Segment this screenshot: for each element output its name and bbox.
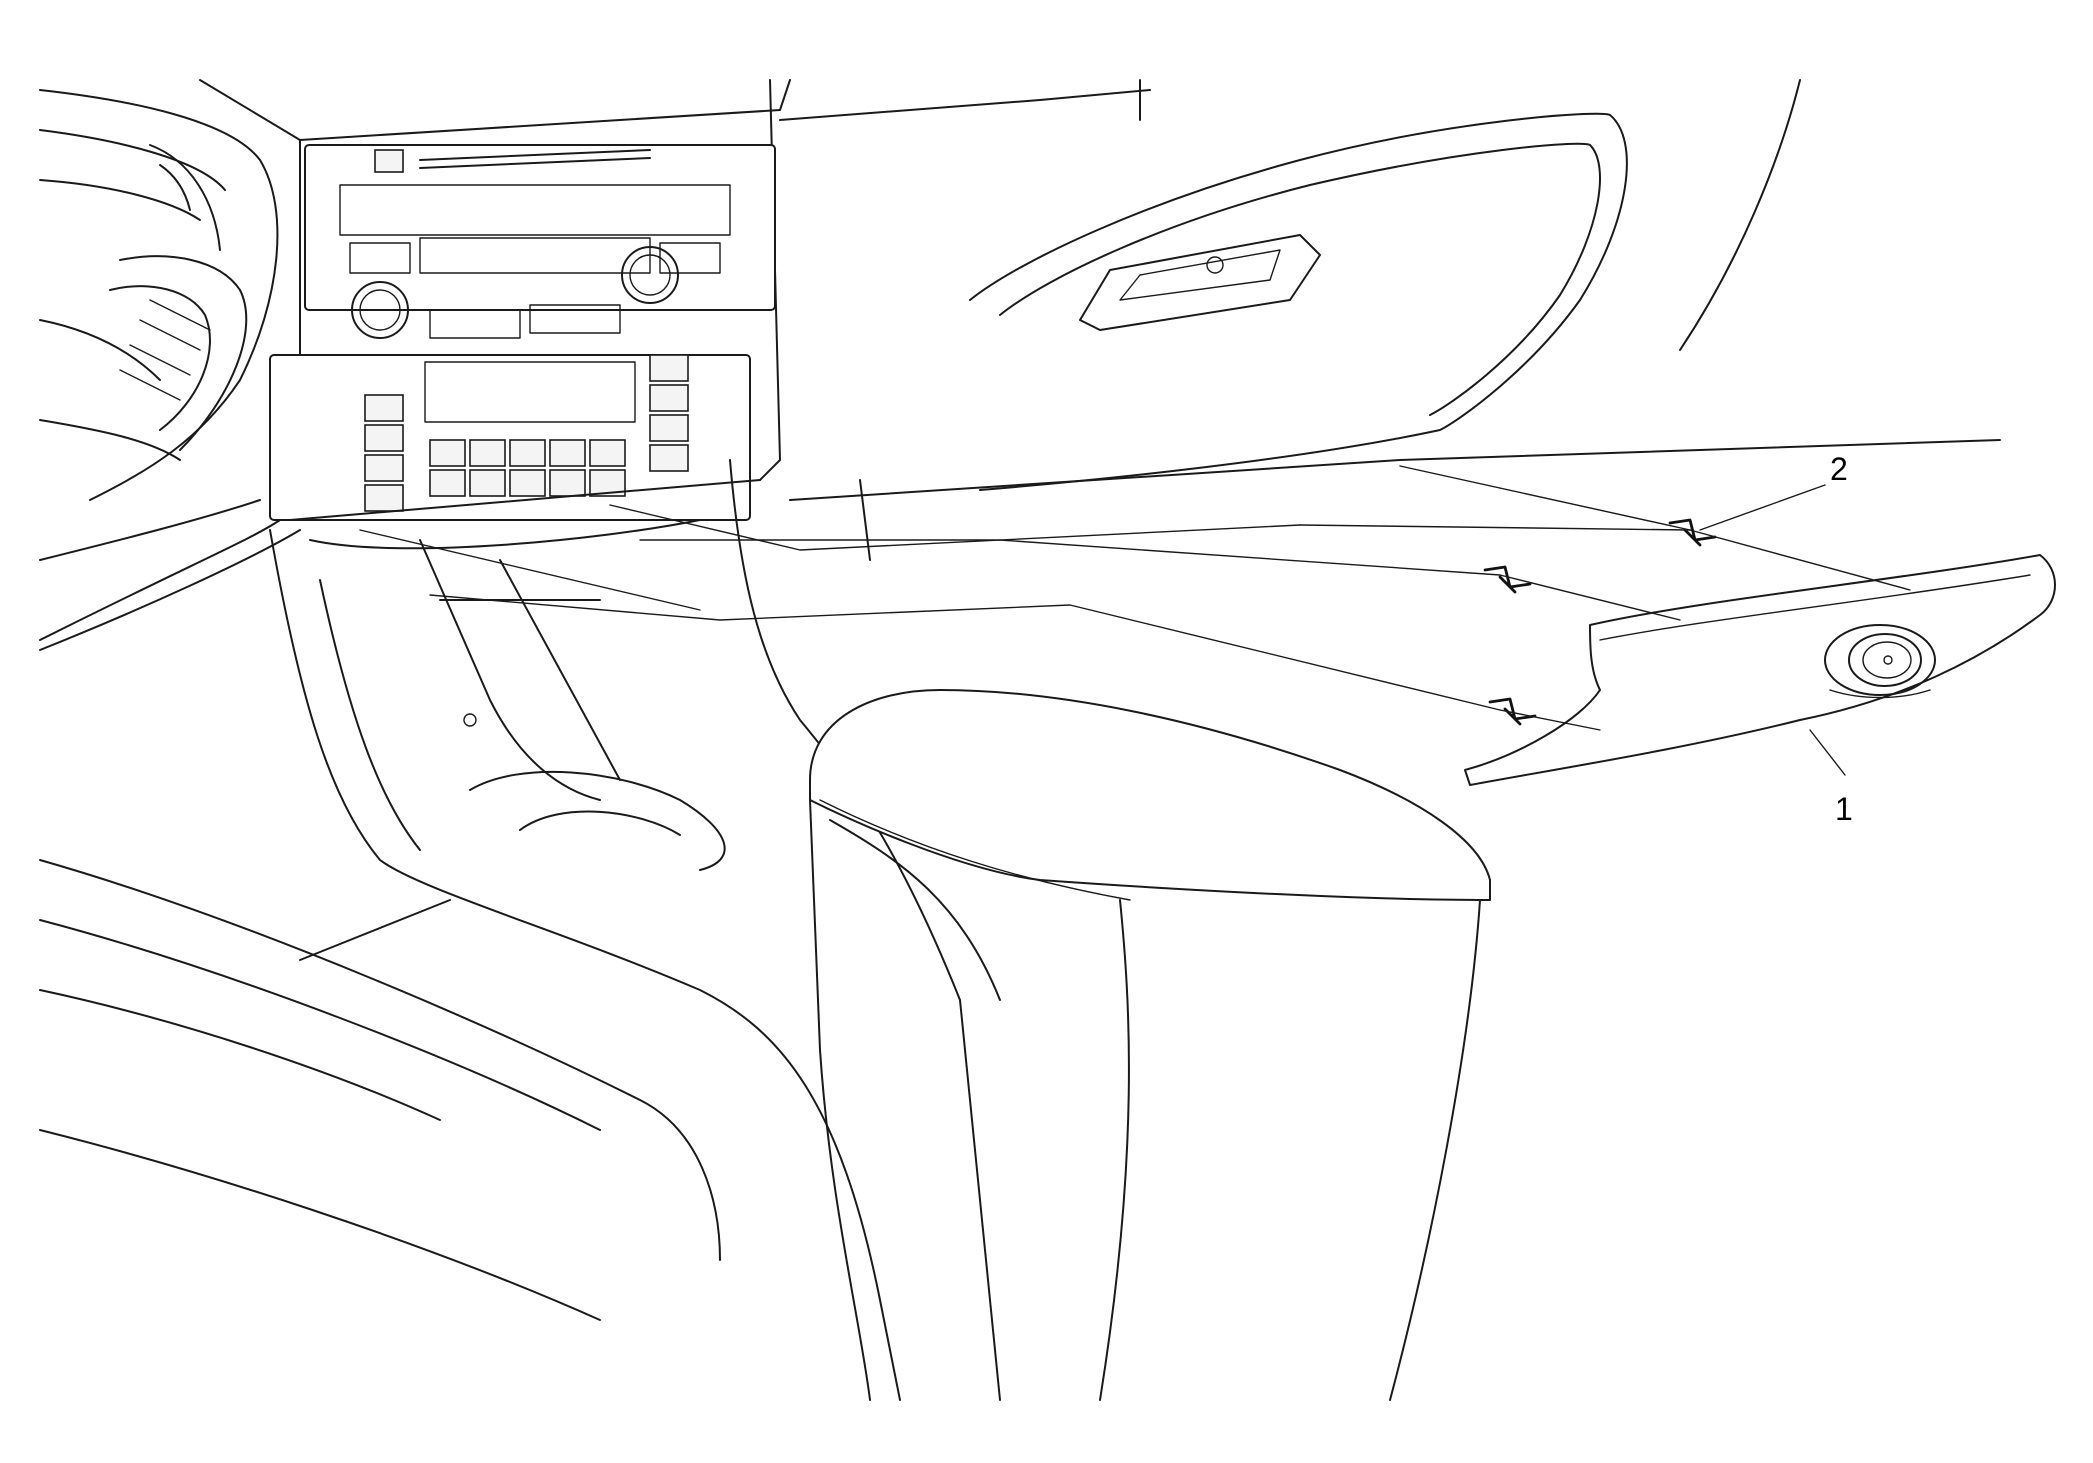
retainer-clip — [1668, 518, 1717, 547]
callout-2-label: 2 — [1830, 451, 1848, 487]
callout-1-label: 1 — [1835, 791, 1853, 827]
retainer-clip — [1483, 565, 1532, 594]
callout-2-leader — [1699, 484, 1826, 531]
center-console — [269, 459, 1001, 1401]
radio-unit — [304, 144, 776, 339]
callout-1: 1 — [1809, 729, 1853, 827]
steering-wheel — [39, 89, 301, 651]
trim-panel — [1464, 554, 2056, 786]
callout-2: 2 — [1699, 451, 1848, 531]
retainer-clip — [1488, 697, 1537, 726]
door-panel — [39, 859, 721, 1321]
glove-box — [969, 112, 1628, 491]
armrest — [809, 689, 1491, 1401]
assembly-guide-lines — [359, 465, 1911, 731]
climate-control-panel — [269, 354, 761, 550]
callout-1-leader — [1809, 729, 1846, 776]
